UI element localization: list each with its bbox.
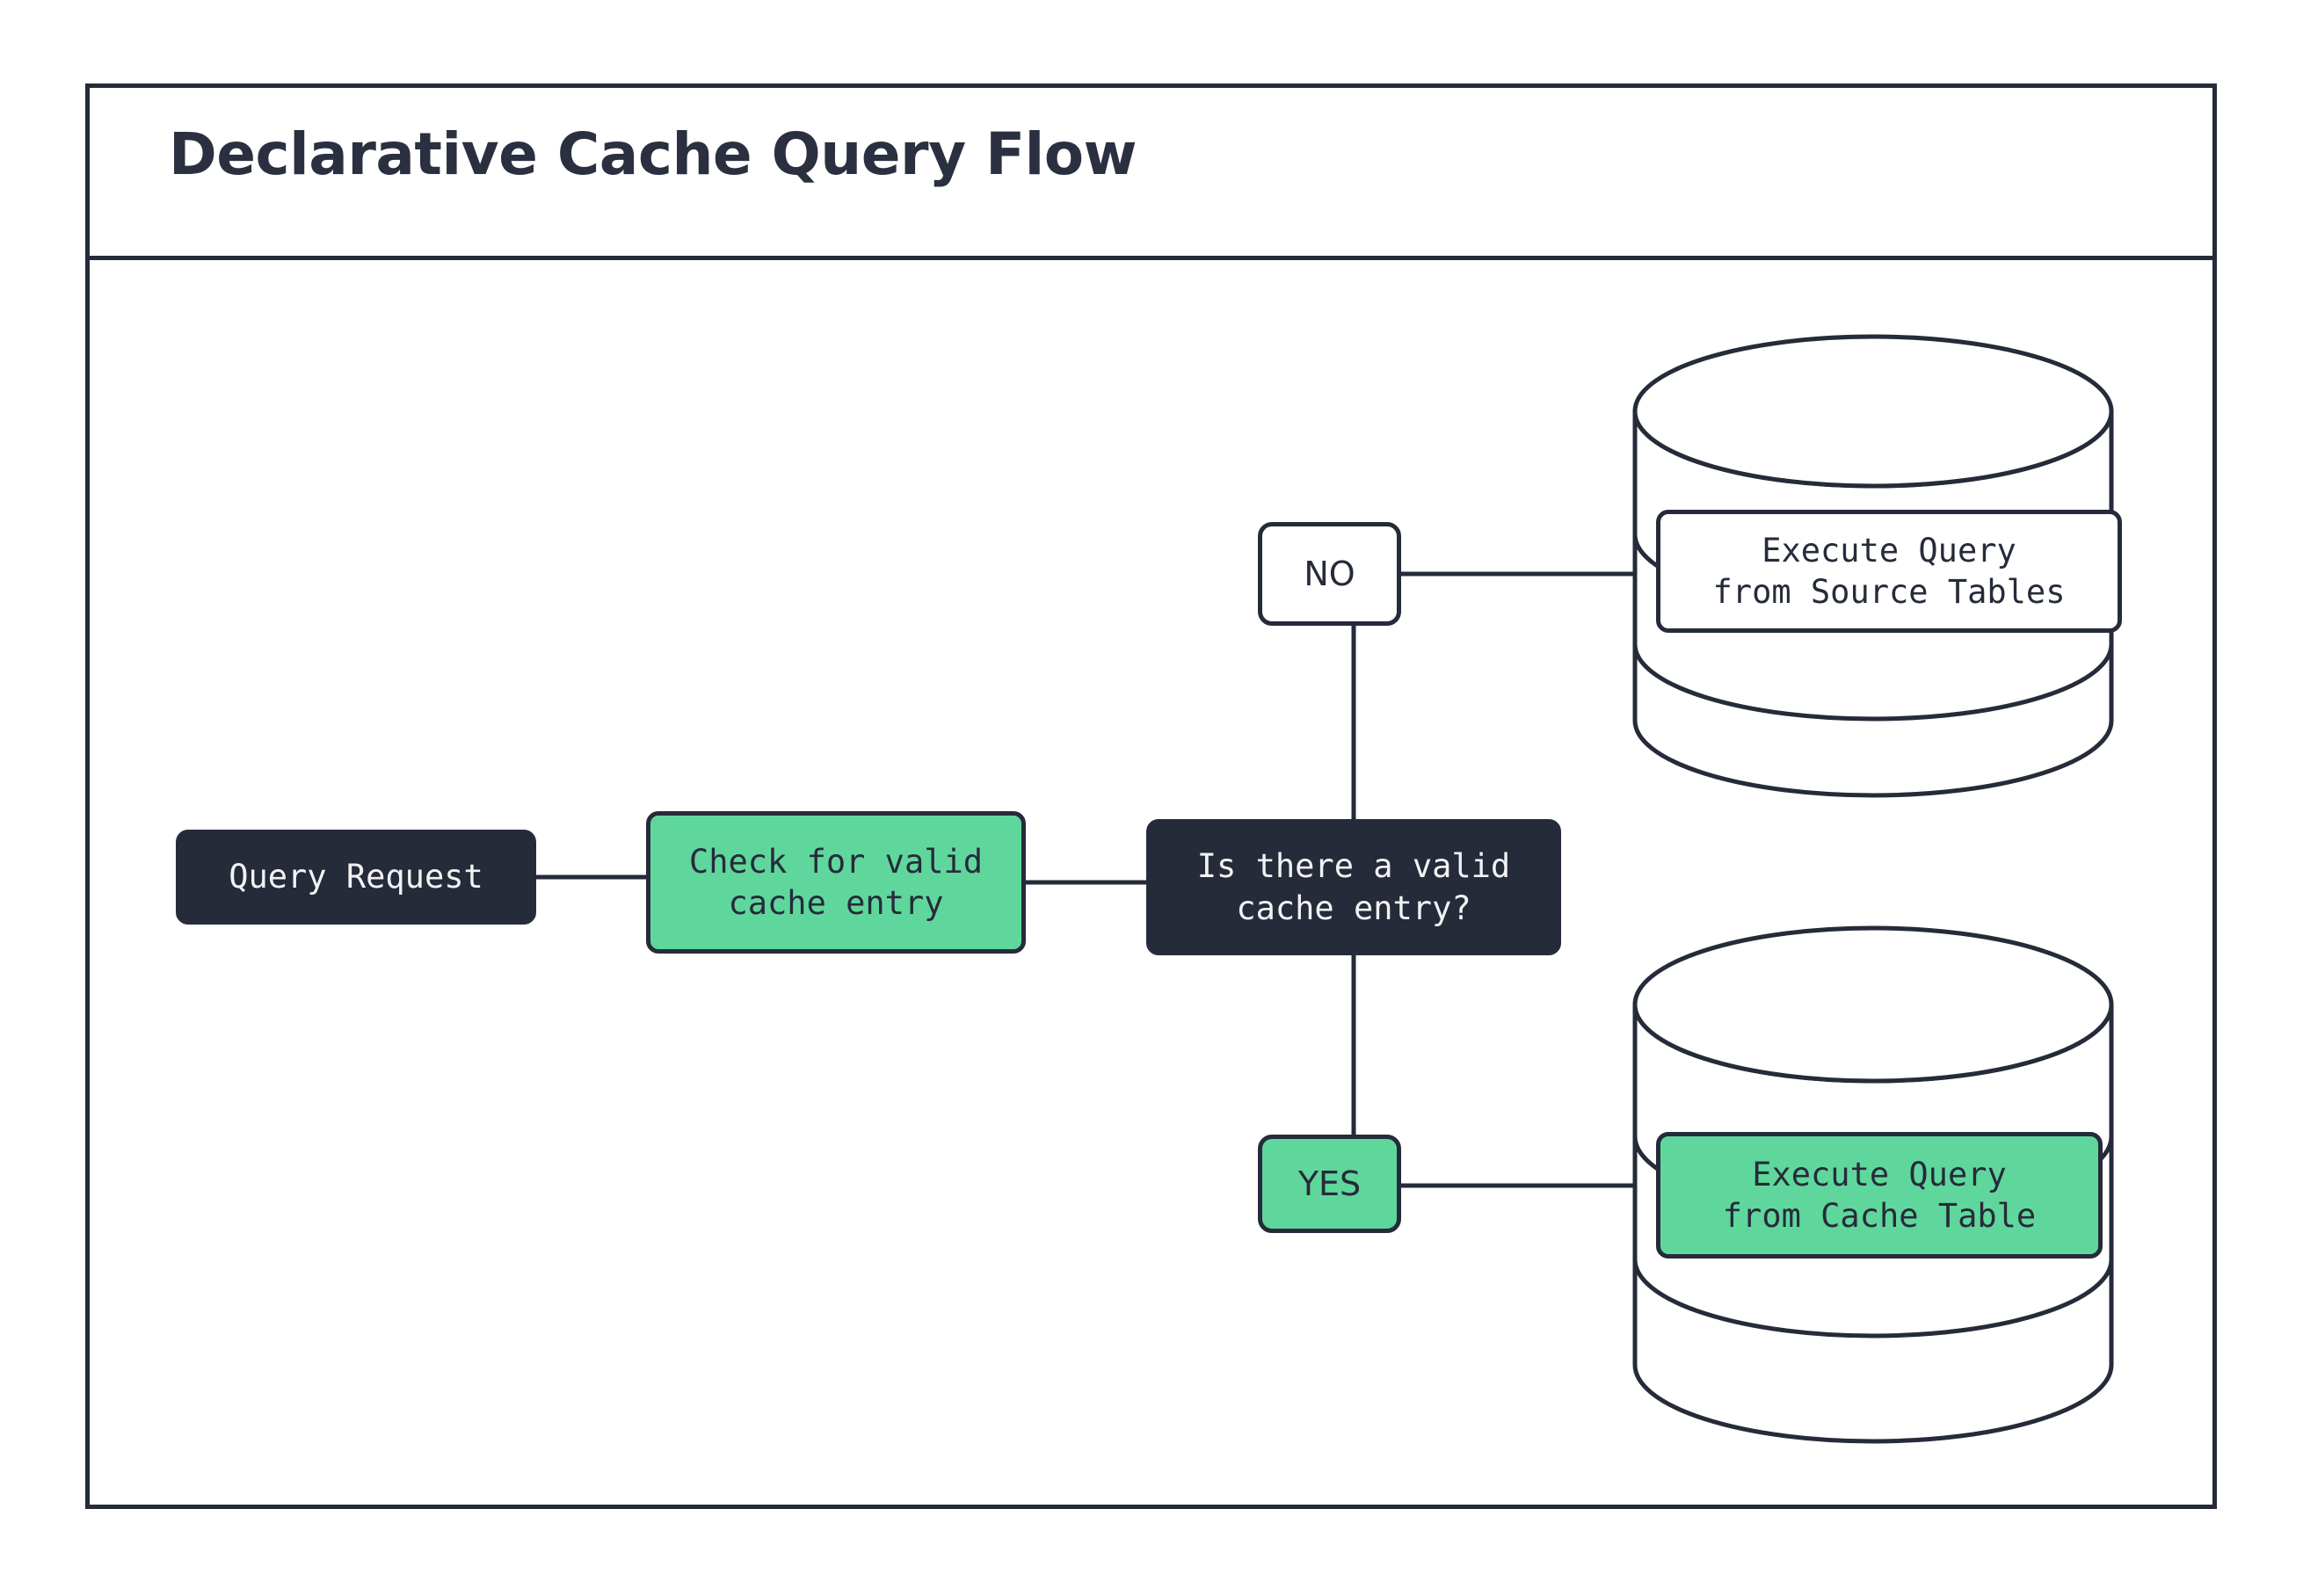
diagram-header-bar: [85, 83, 2217, 260]
edge-label-yes[interactable]: YES: [1258, 1135, 1401, 1233]
node-label-execute-query-source[interactable]: Execute Query from Source Tables: [1656, 510, 2122, 633]
node-decision-valid-cache-entry[interactable]: Is there a valid cache entry?: [1146, 819, 1561, 955]
page-title: Declarative Cache Query Flow: [169, 120, 1137, 188]
node-query-request[interactable]: Query Request: [176, 830, 536, 925]
node-label-execute-query-cache[interactable]: Execute Query from Cache Table: [1656, 1132, 2103, 1259]
node-check-for-valid-cache-entry[interactable]: Check for valid cache entry: [646, 811, 1026, 954]
edge-label-no[interactable]: NO: [1258, 522, 1401, 626]
diagram-frame: [85, 83, 2217, 1509]
